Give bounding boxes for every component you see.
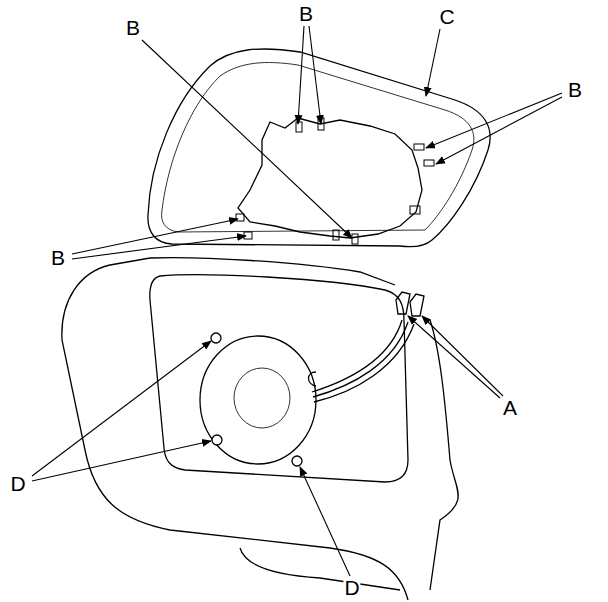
leader-line bbox=[408, 316, 500, 398]
label-anchor: D bbox=[343, 577, 360, 599]
label-anchor: A bbox=[502, 397, 518, 419]
housing-lower bbox=[240, 548, 400, 590]
leader-line bbox=[142, 40, 352, 238]
leader-line bbox=[309, 26, 321, 124]
leader-line bbox=[72, 236, 246, 259]
callout-letter: D bbox=[343, 577, 360, 598]
mount-ring bbox=[238, 118, 422, 238]
callout-letter: B bbox=[125, 17, 141, 38]
callout-letter: D bbox=[9, 473, 26, 494]
callout-letter: B bbox=[567, 79, 583, 100]
connector-terminals bbox=[396, 292, 424, 316]
callout-letter: A bbox=[502, 397, 518, 418]
label-anchor: B bbox=[298, 3, 314, 25]
wire-harness bbox=[312, 320, 414, 402]
motor-notch bbox=[309, 372, 317, 386]
mirror-motor bbox=[200, 336, 316, 464]
label-anchor: C bbox=[438, 6, 455, 28]
callout-letter: B bbox=[298, 3, 314, 24]
leader-line bbox=[436, 97, 562, 164]
leader-line bbox=[72, 219, 238, 254]
mirror-drawing bbox=[62, 49, 490, 600]
leader-line bbox=[32, 441, 211, 481]
leader-line bbox=[426, 29, 440, 96]
leader-line bbox=[300, 467, 350, 576]
callout-letter: C bbox=[438, 6, 455, 27]
label-anchor: D bbox=[9, 473, 26, 495]
retaining-clips bbox=[211, 333, 302, 466]
label-anchor: B bbox=[50, 247, 66, 269]
callout-letter: B bbox=[50, 247, 66, 268]
leader-lines bbox=[32, 26, 562, 576]
label-anchor: B bbox=[567, 79, 583, 101]
leader-line bbox=[422, 316, 503, 396]
mirror-housing bbox=[62, 258, 458, 600]
mirror-glass bbox=[148, 49, 490, 247]
motor-hub bbox=[234, 368, 290, 428]
leader-line bbox=[298, 26, 304, 124]
leader-line bbox=[426, 93, 562, 148]
leader-line bbox=[32, 341, 211, 476]
label-anchor: B bbox=[125, 17, 141, 39]
mount-tabs bbox=[236, 118, 434, 244]
